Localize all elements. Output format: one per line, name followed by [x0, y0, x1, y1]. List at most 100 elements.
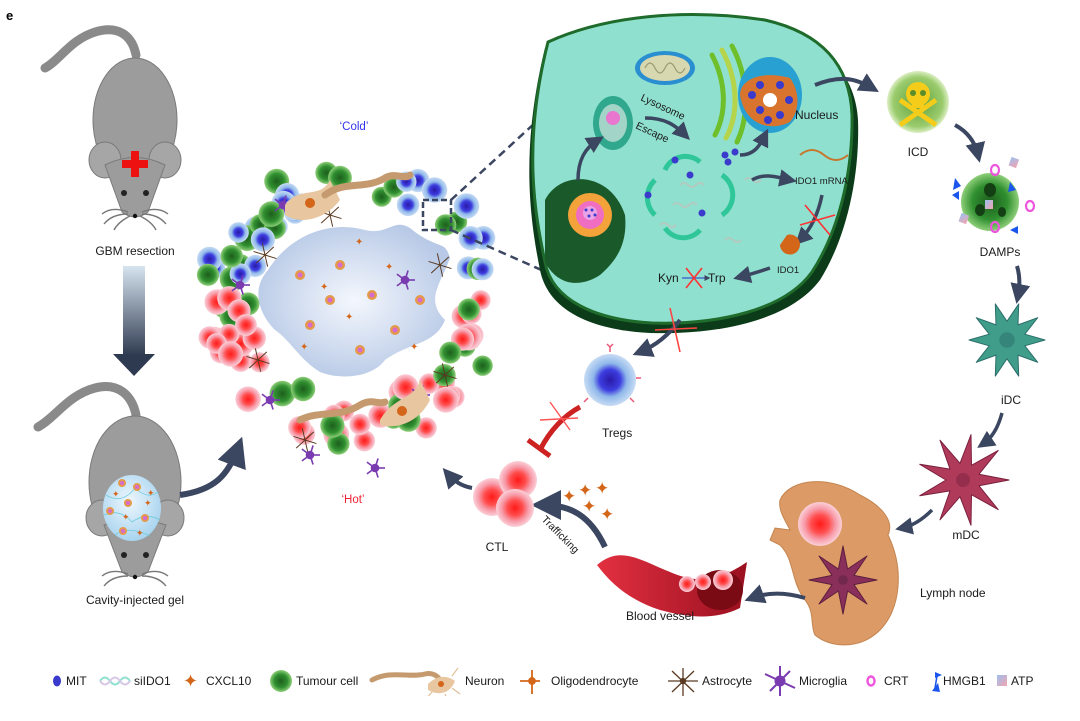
gel-particle-core — [417, 297, 423, 303]
tumour-cell — [258, 201, 285, 227]
icd-cell — [887, 71, 949, 133]
hot-immune-cell — [353, 430, 376, 452]
zoomed-tumour-cell: Lysosome Escape Nucleus IDO1 mRNA IDO1 K… — [529, 13, 859, 334]
ido1-enzyme — [780, 234, 800, 255]
cxcl10-chemokine: ✦ — [410, 342, 418, 353]
tumour-cell-icon — [270, 670, 292, 692]
legend-item-crt: CRT — [866, 674, 909, 688]
legend-item-astrocyte: Astrocyte — [668, 668, 752, 696]
hot-immune-cell — [249, 352, 270, 373]
cavity-injected-gel-label: Cavity-injected gel — [86, 593, 184, 607]
tumour-cell — [327, 432, 350, 455]
tumour-cell — [457, 298, 480, 321]
mouse-gel: ✦✦✦✦✦ — [33, 382, 185, 587]
mdc-cell — [919, 434, 1010, 526]
gel-particle-core — [297, 272, 303, 278]
mitochondrion — [635, 51, 695, 85]
legend: MIT siIDO1 ✦ CXCL10 Tumour cell Neuron — [0, 666, 1080, 703]
cxcl10-chemokine: ✦ — [345, 312, 353, 323]
hot-label: ‘Hot’ — [341, 494, 364, 506]
hmgb1-icon — [932, 672, 942, 692]
svg-text:Astrocyte: Astrocyte — [702, 674, 752, 688]
legend-item-tumour-cell: Tumour cell — [270, 670, 358, 692]
microglia — [301, 445, 320, 465]
ido1-label: IDO1 — [777, 265, 799, 276]
neuron-icon — [369, 667, 461, 703]
trafficking-label: Trafficking — [539, 514, 581, 556]
cxcl10-chemokine: ✦ — [355, 237, 363, 248]
trp-label: Trp — [708, 271, 726, 285]
cold-immune-cell — [458, 226, 483, 251]
svg-text:✦: ✦ — [582, 497, 596, 517]
cold-label: ‘Cold’ — [340, 121, 369, 133]
legend-item-neuron: Neuron — [369, 667, 504, 703]
legend-item-microglia: Microglia — [764, 666, 847, 696]
trafficking-arrow — [531, 490, 608, 549]
resection-cavity — [258, 224, 450, 377]
astrocyte — [293, 428, 317, 452]
block-cross-icon — [654, 307, 698, 353]
blood-vessel — [597, 555, 747, 617]
legend-svg: MIT siIDO1 ✦ CXCL10 Tumour cell Neuron — [53, 666, 1033, 703]
tregs-cell — [583, 343, 641, 406]
tregs-label: Tregs — [602, 426, 632, 440]
cold-immune-cell — [228, 222, 249, 243]
hot-immune-cell — [288, 416, 312, 439]
tumour-cell — [439, 341, 462, 364]
microglia — [396, 270, 415, 290]
cxcl10-chemokine: ✦ — [385, 262, 393, 273]
tumour-cell — [290, 376, 316, 402]
lymph-node — [769, 481, 899, 646]
astrocyte-icon — [668, 668, 698, 696]
cxcl10-icon: ✦ — [183, 671, 198, 692]
cxcl10-chemokine: ✦ — [320, 282, 328, 293]
svg-text:Neuron: Neuron — [465, 674, 504, 688]
svg-text:✦: ✦ — [600, 505, 614, 525]
astrocyte — [318, 203, 342, 227]
gel-particle-core — [369, 292, 375, 298]
lymph-dc-body-core — [838, 575, 848, 585]
svg-text:CRT: CRT — [884, 674, 909, 688]
gel-particle-core — [307, 322, 313, 328]
idc-cell — [968, 303, 1046, 377]
legend-item-hmgb1: HMGB1 — [932, 672, 986, 692]
svg-text:CXCL10: CXCL10 — [206, 674, 252, 688]
legend-item-siido1: siIDO1 — [99, 674, 171, 688]
neuron-top — [285, 171, 414, 220]
tumour-cell — [434, 214, 457, 236]
lymph-node-label: Lymph node — [920, 586, 986, 600]
down-arrow-icon — [113, 266, 155, 376]
mit-icon — [53, 675, 61, 687]
legend-item-cxcl10: ✦ CXCL10 — [183, 671, 252, 692]
gel-particle-core — [392, 327, 398, 333]
svg-text:HMGB1: HMGB1 — [943, 674, 986, 688]
cxcl10-chemokine: ✦ — [300, 342, 308, 353]
svg-text:✦: ✦ — [136, 529, 144, 539]
gbm-resection-label: GBM resection — [95, 244, 174, 258]
hot-immune-cell — [432, 386, 459, 413]
hot-immune-cell — [235, 314, 257, 336]
astrocyte — [428, 253, 452, 277]
svg-text:Microglia: Microglia — [799, 674, 847, 688]
svg-text:✦: ✦ — [578, 481, 592, 501]
legend-item-oligodendrocyte: Oligodendrocyte — [520, 670, 639, 694]
microglia-icon — [764, 666, 796, 696]
cold-immune-cell — [471, 258, 494, 281]
inhibition-bar — [526, 401, 582, 459]
legend-item-atp: ATP — [997, 674, 1033, 688]
tumour-cell — [472, 355, 493, 376]
idc-label: iDC — [1001, 393, 1021, 407]
neuron-bottom — [296, 380, 430, 427]
mit-particles — [644, 148, 739, 217]
svg-text:siIDO1: siIDO1 — [134, 674, 171, 688]
nucleus — [738, 57, 802, 133]
damps-cell — [952, 156, 1036, 234]
tumour-cell — [320, 413, 345, 438]
oligodendrocyte-icon — [520, 670, 540, 694]
cold-immune-cell — [229, 263, 251, 285]
svg-text:Oligodendrocyte: Oligodendrocyte — [551, 674, 639, 688]
cxcl10-chemokines: ✦✦✦✦✦ — [562, 479, 614, 525]
gel-particle-core — [337, 262, 343, 268]
hot-immune-cell — [235, 386, 261, 413]
